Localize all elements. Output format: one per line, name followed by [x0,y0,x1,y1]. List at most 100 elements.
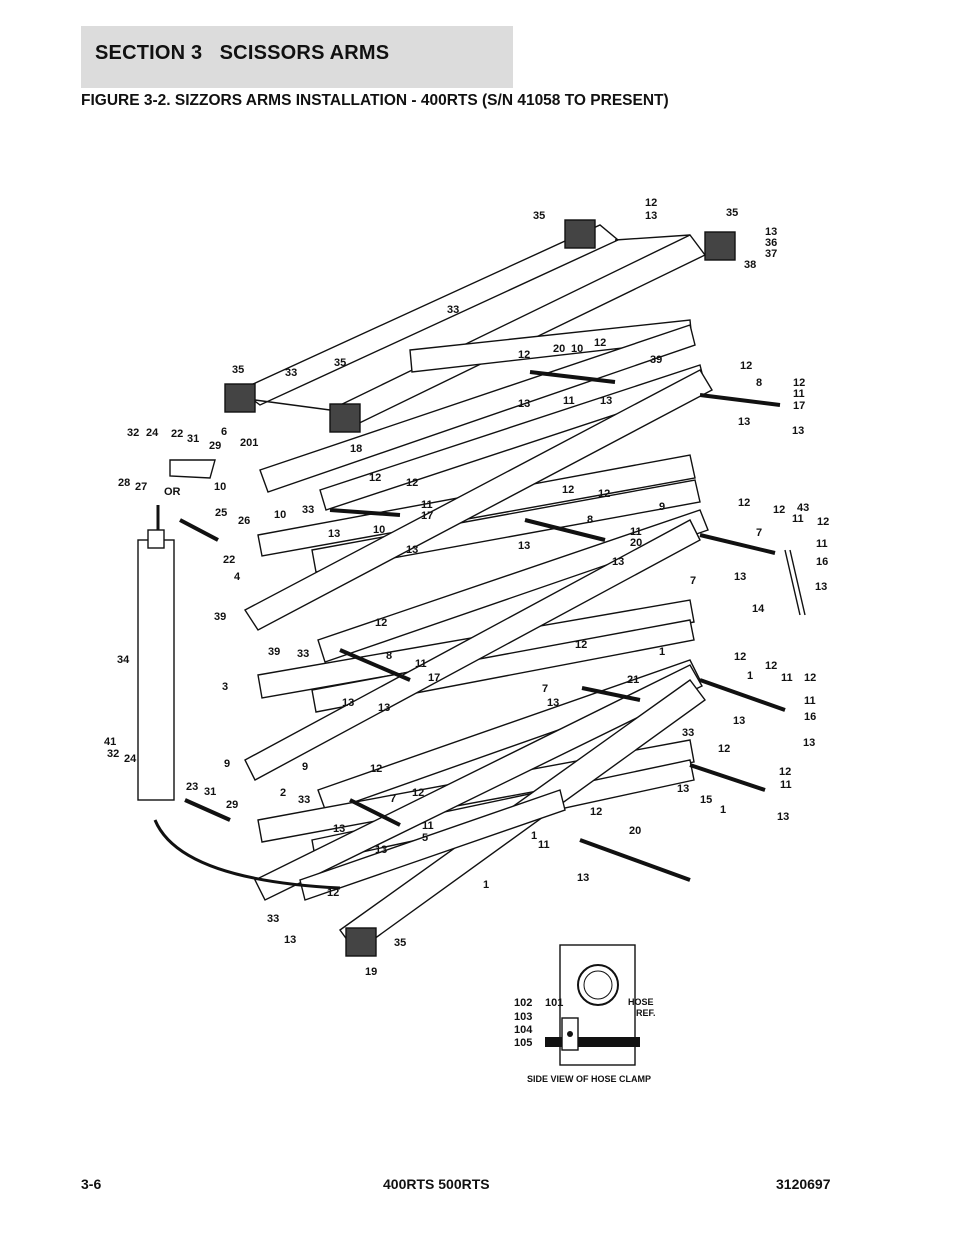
callout-c117: 12 [412,787,424,799]
callout-c58: 13 [518,540,530,552]
callout-c89: 1 [747,670,753,682]
hose-clamp-label-l5: 105 [514,1037,532,1049]
callout-c21: 11 [563,395,575,407]
callout-c26: 33 [285,367,297,379]
callout-c38: 33 [302,504,314,516]
callout-c72: 7 [690,575,696,587]
callout-c66: 7 [756,527,762,539]
callout-c123: 13 [375,844,387,856]
callout-c17: 12 [793,377,805,389]
callout-c12: 10 [571,343,583,355]
callout-c9: 33 [447,304,459,316]
callout-c1: 12 [645,197,657,209]
callout-c67: 11 [816,538,828,550]
callout-c121: 11 [422,820,434,832]
callout-c40: 12 [406,477,418,489]
callout-c124: 1 [531,830,537,842]
callout-c49: 25 [215,507,227,519]
callout-c18: 11 [793,388,805,400]
callout-c56: 9 [659,501,665,513]
callout-c55: 8 [587,514,593,526]
callout-c107: 11 [780,779,792,791]
callout-c74: 39 [268,646,280,658]
callout-c103: 33 [682,727,694,739]
hose-clamp-caption: SIDE VIEW OF HOSE CLAMP [527,1074,651,1084]
callout-c53: 12 [562,484,574,496]
section-header: SECTION 3 SCISSORS ARMS [81,26,513,88]
callout-c65: 12 [817,516,829,528]
document-number: 3120697 [776,1176,831,1192]
callout-c8: 38 [744,259,756,271]
scissor-arm-linework [137,219,806,957]
callout-c86: 13 [547,697,559,709]
callout-c85: 21 [627,674,639,686]
callout-c119: 12 [590,806,602,818]
callout-c6: 36 [765,237,777,249]
hose-clamp-label-l3: 103 [514,1011,532,1023]
callout-c97: 3 [222,681,228,693]
ref-label: REF. [636,1008,656,1018]
callout-c130: 33 [267,913,279,925]
callout-c33: 22 [171,428,183,440]
callout-c116: 33 [298,794,310,806]
callout-c94: 16 [804,711,816,723]
callout-c92: 11 [804,695,816,707]
callout-c93: 13 [733,715,745,727]
callout-c70: 13 [815,581,827,593]
callout-c98: 41 [104,736,116,748]
callout-c79: 17 [428,672,440,684]
callout-c83: 1 [659,646,665,658]
callout-c88: 12 [765,660,777,672]
callout-c71: 14 [752,603,765,615]
callout-c126: 20 [629,825,641,837]
callout-c31: 32 [127,427,139,439]
callout-c51: 22 [223,554,235,566]
callout-c80: 13 [342,697,354,709]
callout-c29: 201 [240,437,258,449]
callout-c15: 12 [740,360,752,372]
callout-c131: 13 [284,934,296,946]
callout-c48: OR [164,486,181,498]
callout-c82: 12 [575,639,587,651]
hose-clamp-label-l2: 101 [545,997,563,1009]
callout-c122: 5 [422,832,428,844]
callout-c39: 12 [369,472,381,484]
callout-c32: 24 [146,427,159,439]
callout-c45: 13 [406,544,418,556]
callout-c57: 11 [630,526,642,538]
callout-c133: 19 [365,966,377,978]
callout-c16: 8 [756,377,762,389]
callout-c42: 17 [421,510,433,522]
callout-c61: 12 [738,497,750,509]
callout-c44: 10 [373,524,385,536]
callout-c129: 12 [327,887,339,899]
hose-clamp-detail [545,944,640,1066]
callout-c125: 11 [538,839,550,851]
callout-c25: 35 [232,364,244,376]
callout-c109: 15 [700,794,712,806]
callout-c46: 28 [118,477,130,489]
callout-c63: 43 [797,502,809,514]
callout-c20: 13 [518,398,530,410]
part-callouts: 12 13 35 35 13 36 37 38 33 12 20 10 12 3… [104,197,829,1084]
callout-c69: 13 [734,571,746,583]
callout-c14: 39 [650,354,662,366]
callout-c100: 24 [124,753,137,765]
callout-c5: 13 [765,226,777,238]
callout-c87: 12 [734,651,746,663]
page-number: 3-6 [81,1176,102,1192]
callout-c76: 12 [375,617,387,629]
callout-c111: 13 [777,811,789,823]
callout-c10: 12 [518,349,530,361]
callout-c95: 13 [803,737,815,749]
callout-c52: 4 [234,571,241,583]
hose-clamp-label-l4: 104 [514,1024,533,1036]
callout-c91: 12 [804,672,816,684]
callout-c81: 13 [378,702,390,714]
callout-c19: 17 [793,400,805,412]
callout-c75: 33 [297,648,309,660]
callout-c50: 26 [238,515,250,527]
callout-c115: 2 [280,787,286,799]
figure-title: FIGURE 3-2. SIZZORS ARMS INSTALLATION - … [81,92,669,109]
